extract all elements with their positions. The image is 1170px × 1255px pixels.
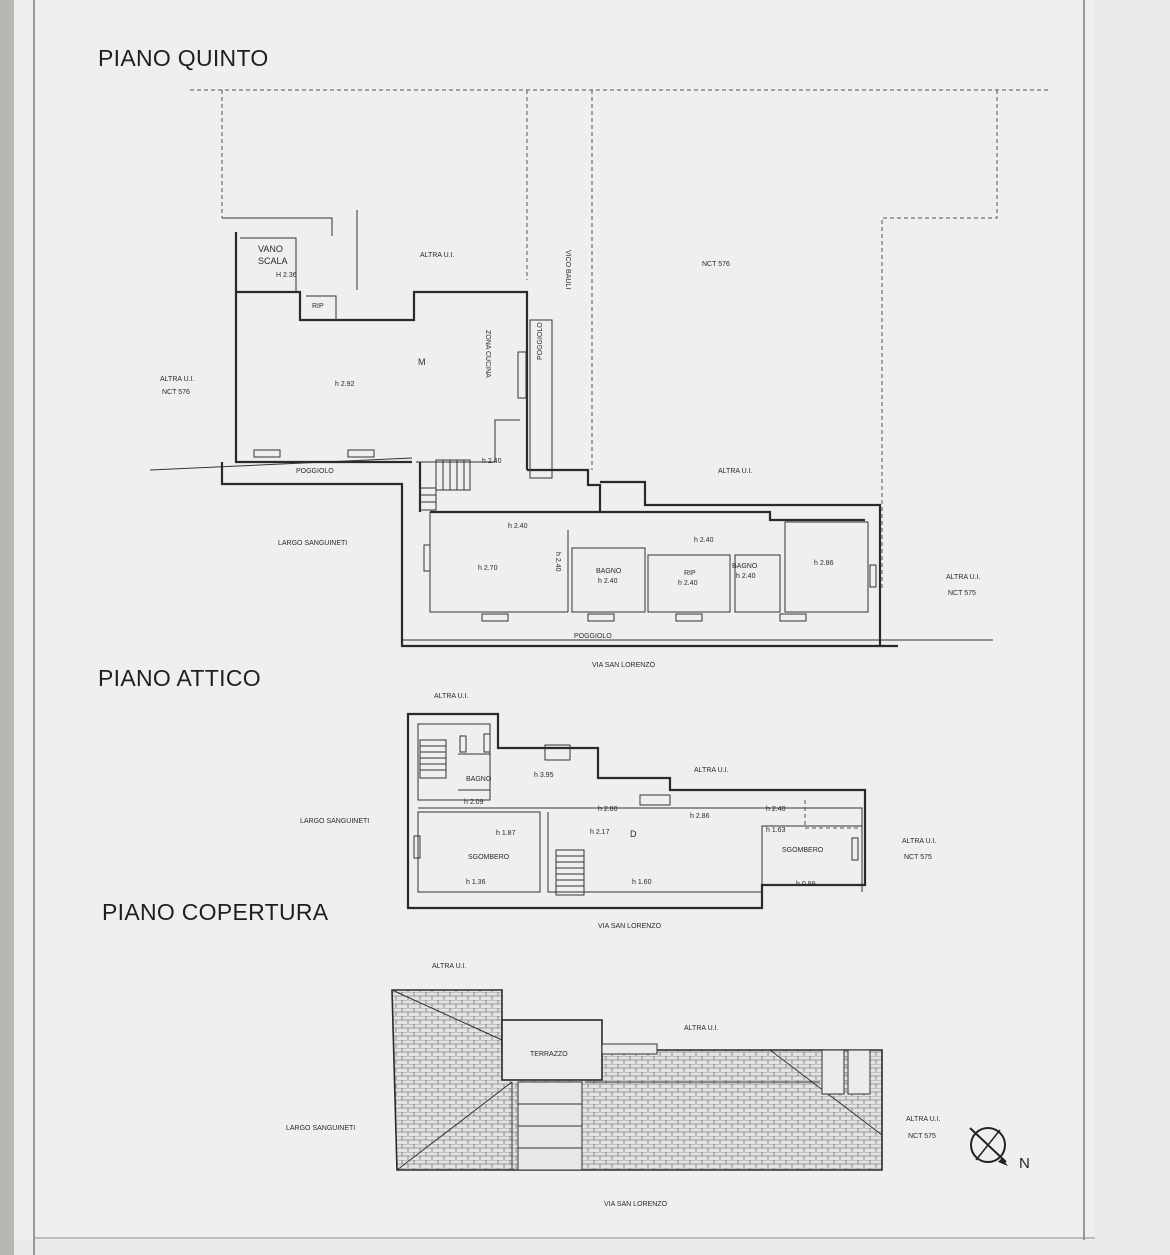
attico-h280-label: h 2.80 xyxy=(598,806,618,813)
quinto-h240-b-label: h 2.40 xyxy=(508,523,528,530)
quinto-scala-label: SCALA xyxy=(258,256,288,266)
quinto-altra-left-label: ALTRA U.I. xyxy=(160,376,195,383)
attico-h160-label: h 1.60 xyxy=(632,879,652,886)
quinto-vico-label: VICO BAULI xyxy=(564,250,571,289)
attico-h286-label: h 2.86 xyxy=(690,813,710,820)
quinto-nct-right-label: NCT 575 xyxy=(948,590,976,597)
attico-windows xyxy=(413,733,859,861)
attico-room-mark: D xyxy=(630,829,637,839)
quinto-rip2-height-label: h 2.40 xyxy=(678,580,698,587)
quinto-poggiolo-side-label: POGGIOLO xyxy=(537,322,544,360)
attico-walls xyxy=(406,712,867,910)
north-letter: N xyxy=(1019,1155,1030,1172)
quinto-h286-label: h 2.86 xyxy=(814,560,834,567)
quinto-via-label: VIA SAN LORENZO xyxy=(592,662,656,669)
title-piano-copertura: PIANO COPERTURA xyxy=(102,899,329,925)
quinto-bagno1-label: BAGNO xyxy=(596,568,622,575)
quinto-bagno2-height-label: h 2.40 xyxy=(736,573,756,580)
quinto-altra-right-label: ALTRA U.I. xyxy=(946,574,981,581)
attico-bagno-label: BAGNO xyxy=(466,776,492,783)
attico-h163-label: h 1.63 xyxy=(766,827,786,834)
quinto-nct-left-label: NCT 576 xyxy=(162,389,190,396)
attico-stairs xyxy=(419,739,585,896)
quinto-poggiolo-bottom-label: POGGIOLO xyxy=(574,633,612,640)
attico-h240-label: h 2.40 xyxy=(766,806,786,813)
quinto-vano-label: VANO xyxy=(258,244,283,254)
copertura-terrazzo-label: TERRAZZO xyxy=(530,1051,568,1058)
copertura-nct-right-label: NCT 575 xyxy=(908,1133,936,1140)
attico-altra-top-label: ALTRA U.I. xyxy=(434,693,469,700)
attico-altra-right-label: ALTRA U.I. xyxy=(902,838,937,845)
attico-altra-mid-label: ALTRA U.I. xyxy=(694,767,729,774)
quinto-zona-cucina-label: ZONA CUCINA xyxy=(484,330,491,378)
quinto-h240-a-label: h 2.40 xyxy=(482,458,502,465)
attico-h395-label: h 3.95 xyxy=(534,772,554,779)
quinto-rip-label: RIP xyxy=(312,303,324,310)
attico-sgombero1-label: SGOMBERO xyxy=(468,854,510,861)
attico-h217-label: h 2.17 xyxy=(590,829,610,836)
attico-sgombero2-label: SGOMBERO xyxy=(782,847,824,854)
quinto-bagno1-height-label: h 2.40 xyxy=(598,578,618,585)
title-piano-attico: PIANO ATTICO xyxy=(98,665,261,691)
quinto-altra-top-label: ALTRA U.I. xyxy=(420,252,455,259)
quinto-windows xyxy=(253,351,877,622)
copertura-altra-mid-label: ALTRA U.I. xyxy=(684,1025,719,1032)
left-shadow xyxy=(0,0,14,1255)
copertura-altra-right-label: ALTRA U.I. xyxy=(906,1116,941,1123)
quinto-largo-label: LARGO SANGUINETI xyxy=(278,540,347,547)
quinto-room-mark: M xyxy=(418,357,426,367)
quinto-rip2-label: RIP xyxy=(684,570,696,577)
quinto-stairs xyxy=(419,459,471,511)
quinto-main-height-label: h 2.92 xyxy=(335,381,355,388)
copertura-via-label: VIA SAN LORENZO xyxy=(604,1201,668,1208)
quinto-bagno2-label: BAGNO xyxy=(732,563,758,570)
copertura-roof xyxy=(391,989,883,1171)
quinto-h240-c-label: h 2.40 xyxy=(694,537,714,544)
copertura-largo-label: LARGO SANGUINETI xyxy=(286,1125,355,1132)
quinto-poggiolo-left-label: POGGIOLO xyxy=(296,468,334,475)
quinto-h270-label: h 2.70 xyxy=(478,565,498,572)
title-piano-quinto: PIANO QUINTO xyxy=(98,45,269,71)
attico-h099-label: h 0.99 xyxy=(796,881,816,888)
quinto-nct-top-label: NCT 576 xyxy=(702,261,730,268)
quinto-context-lines xyxy=(149,89,1050,641)
attico-h209-label: h 2.09 xyxy=(464,799,484,806)
attico-nct-right-label: NCT 575 xyxy=(904,854,932,861)
quinto-altra-mid-label: ALTRA U.I. xyxy=(718,468,753,475)
north-arrow-icon xyxy=(969,1127,1008,1166)
attico-largo-label: LARGO SANGUINETI xyxy=(300,818,369,825)
quinto-h236-label: H 2.36 xyxy=(276,272,297,279)
attico-h136-label: h 1.36 xyxy=(466,879,486,886)
attico-via-label: VIA SAN LORENZO xyxy=(598,923,662,930)
attico-h187-label: h 1.87 xyxy=(496,830,516,837)
copertura-altra-top-label: ALTRA U.I. xyxy=(432,963,467,970)
quinto-h240-vertical-label: h 2.40 xyxy=(554,552,561,572)
